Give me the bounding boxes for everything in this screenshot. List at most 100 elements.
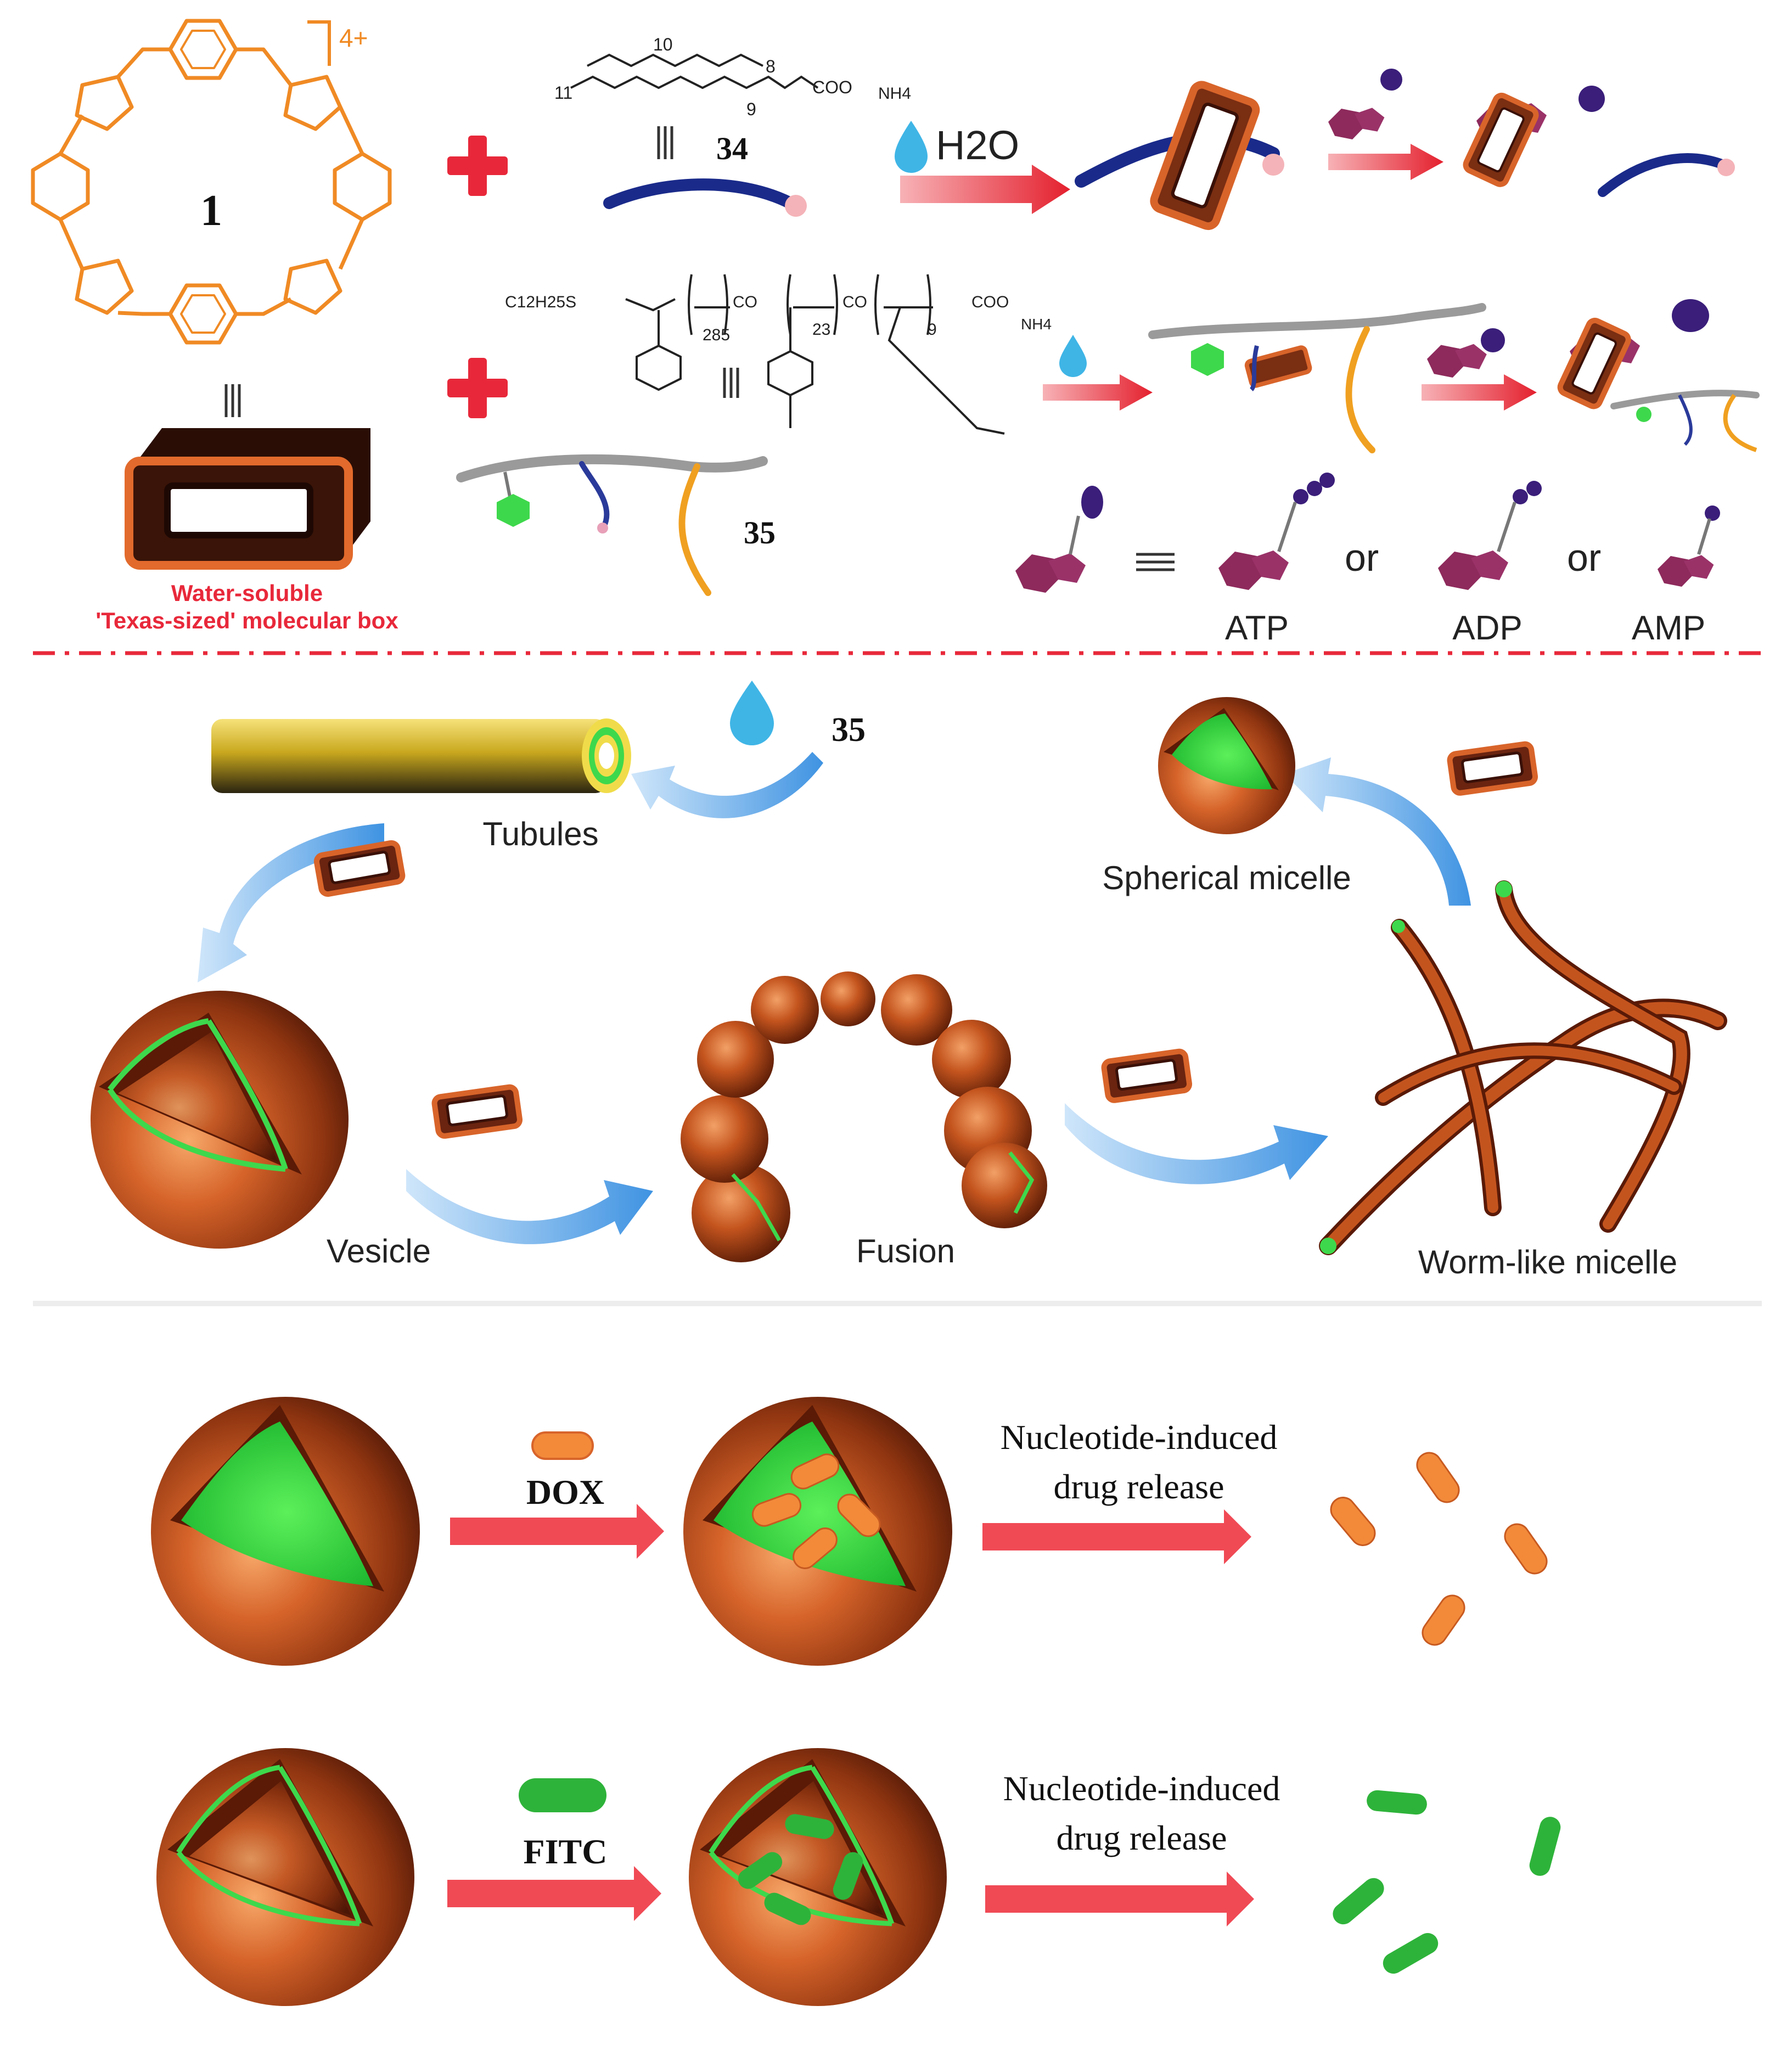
macrocycle-1-structure [31, 19, 392, 345]
legend-adp: ADP [1452, 609, 1522, 647]
water-drop-icon [895, 121, 928, 173]
dox-release-line2: drug release [1054, 1467, 1224, 1506]
polymer-35-orange-chain [678, 463, 711, 596]
amp-icon [1658, 555, 1714, 587]
freed-polymer-blue [1678, 394, 1693, 446]
polymer-35-blue-head [597, 523, 608, 533]
complex-head [1262, 154, 1284, 176]
c34-label-8: 8 [766, 57, 776, 76]
c35-n285: 285 [703, 326, 730, 344]
polymer-35-blue-chain [579, 461, 610, 530]
blue-arrow-to-fusion [406, 1169, 653, 1244]
nucleotide-phosphate-2 [1481, 328, 1505, 352]
water-drop-icon-2 [1059, 335, 1087, 377]
fitc-released-molecules [1333, 1790, 1561, 1974]
polymer-35-backbone [456, 454, 768, 482]
c35-equivalence-bars [723, 368, 739, 398]
box-icon-2 [434, 1086, 521, 1137]
compound-34-structure [570, 53, 819, 89]
dox-loaded-molecules [751, 1453, 881, 1569]
nucleotide-icon [1328, 108, 1385, 139]
freed-head-34 [1717, 159, 1735, 176]
atp-icon [1218, 550, 1289, 590]
blue-arrow-to-vesicle [198, 823, 384, 982]
legend-amp: AMP [1632, 609, 1705, 647]
spherical-micelle [1158, 697, 1295, 834]
fitc-release-arrow [985, 1872, 1254, 1926]
macrocycle-number: 1 [200, 187, 222, 235]
spherical-label: Spherical micelle [1102, 859, 1351, 896]
molecular-box [125, 428, 370, 570]
fitc-loaded-molecules [738, 1814, 863, 1925]
reaction-arrow-1 [900, 165, 1070, 214]
polymer-complex-box [1244, 345, 1312, 388]
fitc-label: FITC [524, 1832, 608, 1871]
water-drop-icon-3 [730, 681, 774, 745]
c34-equivalence-bars [657, 126, 673, 159]
c34-label-9: 9 [746, 99, 756, 119]
worm-end-green-2 [1392, 920, 1405, 933]
polymer-complex-backbone [1148, 303, 1486, 339]
polymer-complex-orange-chain [1345, 326, 1375, 453]
polymer-complex-blue-chain [1249, 345, 1259, 391]
middle-compound-35: 35 [832, 711, 866, 749]
polymer-35-green-unit [497, 494, 530, 527]
water-label: H2O [936, 122, 1019, 168]
nucleotide-generic-icon [1015, 553, 1086, 593]
nucleotide-icon-2 [1427, 344, 1487, 378]
polymer-35-green-tether [503, 471, 512, 500]
c35-n9: 9 [928, 321, 937, 339]
dox-molecule-icon [531, 1431, 594, 1460]
c35-co1: CO [733, 293, 757, 311]
fusion-label: Fusion [856, 1233, 955, 1269]
middle-bottom-separator [33, 1301, 1762, 1306]
bound-phosphate [1578, 86, 1605, 112]
bound-box-2 [1557, 317, 1631, 409]
dox-release-arrow [982, 1509, 1251, 1564]
box-caption-line1: Water-soluble [171, 580, 323, 606]
c35-nh4: NH4 [1021, 316, 1052, 333]
blue-arrow-to-spherical [1284, 757, 1471, 906]
legend-or-1: or [1345, 536, 1379, 579]
surfactant-34-chain [603, 178, 796, 209]
charge-bracket [307, 20, 331, 66]
c35-coo: COO [971, 293, 1009, 311]
fitc-release-line1: Nucleotide-induced [1003, 1769, 1280, 1808]
c34-label-11: 11 [554, 83, 572, 103]
complex-box [1150, 81, 1260, 231]
nucleotide-generic-phosphate [1081, 486, 1103, 519]
worm-end-green-1 [1496, 881, 1512, 897]
fitc-row-vesicle-loaded [689, 1748, 947, 2006]
dox-row-micelle-empty [151, 1397, 420, 1666]
bound-box [1463, 92, 1539, 187]
charge-label: 4+ [339, 24, 368, 52]
release-arrow-2 [1422, 374, 1537, 411]
freed-chain-34 [1598, 153, 1728, 197]
vesicle [91, 991, 349, 1249]
worm-like-micelle [1319, 880, 1727, 1255]
c34-label-10: 10 [653, 35, 673, 54]
dox-loading-arrow [450, 1504, 664, 1559]
worm-end-green-3 [1320, 1238, 1336, 1254]
freed-polymer-orange [1723, 394, 1757, 452]
fitc-release-line2: drug release [1057, 1818, 1227, 1857]
dox-released-molecules [1330, 1452, 1548, 1646]
reaction-arrow-2 [1043, 374, 1153, 411]
blue-arrow-to-worm [1065, 1103, 1328, 1184]
fusion-spheres [681, 971, 1047, 1262]
legend-atp: ATP [1225, 609, 1289, 647]
fitc-row-vesicle-empty [156, 1748, 414, 2006]
plus-sign-1 [447, 136, 508, 196]
freed-polymer-backbone [1610, 390, 1760, 409]
dox-label: DOX [526, 1473, 604, 1512]
box-icon-3 [1103, 1050, 1190, 1101]
freed-polymer-green [1636, 407, 1651, 422]
compound-35-structure [625, 274, 1005, 435]
compound-35-number: 35 [744, 515, 776, 550]
adp-icon [1438, 550, 1508, 590]
polymer-complex-green-unit [1191, 343, 1224, 376]
tubules-label: Tubules [482, 816, 598, 852]
nucleotide-phosphate [1380, 69, 1402, 91]
c35-end-group: C12H25S [505, 293, 576, 311]
